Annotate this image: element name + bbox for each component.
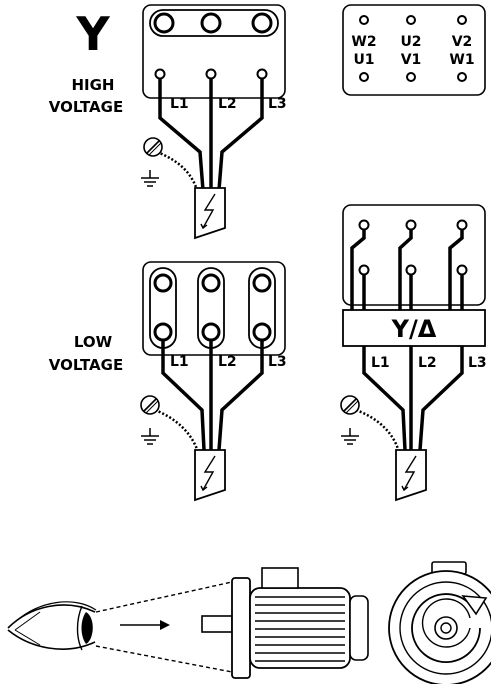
line-label-l2-low: L2 bbox=[218, 354, 237, 370]
earth-screw-icon-low bbox=[140, 395, 160, 415]
star-delta-label: Y/Δ bbox=[391, 315, 437, 343]
low-voltage-section: LOW VOLTAGE L1 L2 L3 bbox=[49, 261, 287, 501]
line-label-l1: L1 bbox=[170, 96, 189, 112]
line-label-l1-starter: L1 bbox=[371, 355, 390, 371]
line-label-l3-starter: L3 bbox=[468, 355, 487, 371]
line-label-l2: L2 bbox=[218, 96, 237, 112]
low-label: LOW bbox=[74, 333, 113, 351]
voltage-label-high: VOLTAGE bbox=[49, 98, 123, 116]
eye-icon bbox=[7, 601, 97, 651]
y-symbol: Y bbox=[75, 7, 110, 61]
line-label-l1-low: L1 bbox=[170, 354, 189, 370]
cable-gland-icon-low bbox=[194, 449, 226, 501]
terminal-u2: U2 bbox=[400, 34, 421, 50]
ground-icon-low bbox=[140, 427, 160, 445]
terminal-w1: W1 bbox=[449, 52, 474, 68]
line-label-l2-starter: L2 bbox=[418, 355, 437, 371]
voltage-label-low: VOLTAGE bbox=[49, 356, 123, 374]
ground-icon-starter bbox=[340, 427, 360, 445]
ground-icon bbox=[140, 169, 160, 187]
rotation-arrow-icon bbox=[411, 593, 488, 663]
motor-end-view bbox=[388, 561, 491, 684]
cable-gland-icon bbox=[194, 187, 226, 239]
high-label: HIGH bbox=[71, 76, 114, 94]
terminal-u1: U1 bbox=[353, 52, 374, 68]
motor-side-view bbox=[201, 567, 369, 679]
cable-gland-icon-starter bbox=[395, 449, 427, 501]
star-delta-section: Y/Δ L1 L2 L3 bbox=[340, 204, 487, 501]
earth-screw-icon-starter bbox=[340, 395, 360, 415]
terminal-v1: V1 bbox=[401, 52, 422, 68]
terminal-w2: W2 bbox=[351, 34, 376, 50]
line-label-l3-low: L3 bbox=[268, 354, 287, 370]
earth-screw-icon bbox=[143, 137, 163, 157]
star-delta-starter bbox=[342, 309, 486, 347]
high-voltage-section: Y HIGH VOLTAGE L1 L2 L3 bbox=[49, 4, 287, 239]
direction-arrow-icon bbox=[120, 620, 170, 630]
line-label-l3: L3 bbox=[268, 96, 287, 112]
viewing-direction-section bbox=[7, 561, 491, 684]
terminal-v2: V2 bbox=[452, 34, 473, 50]
terminal-key: W2 U2 V2 U1 V1 W1 bbox=[342, 4, 486, 96]
